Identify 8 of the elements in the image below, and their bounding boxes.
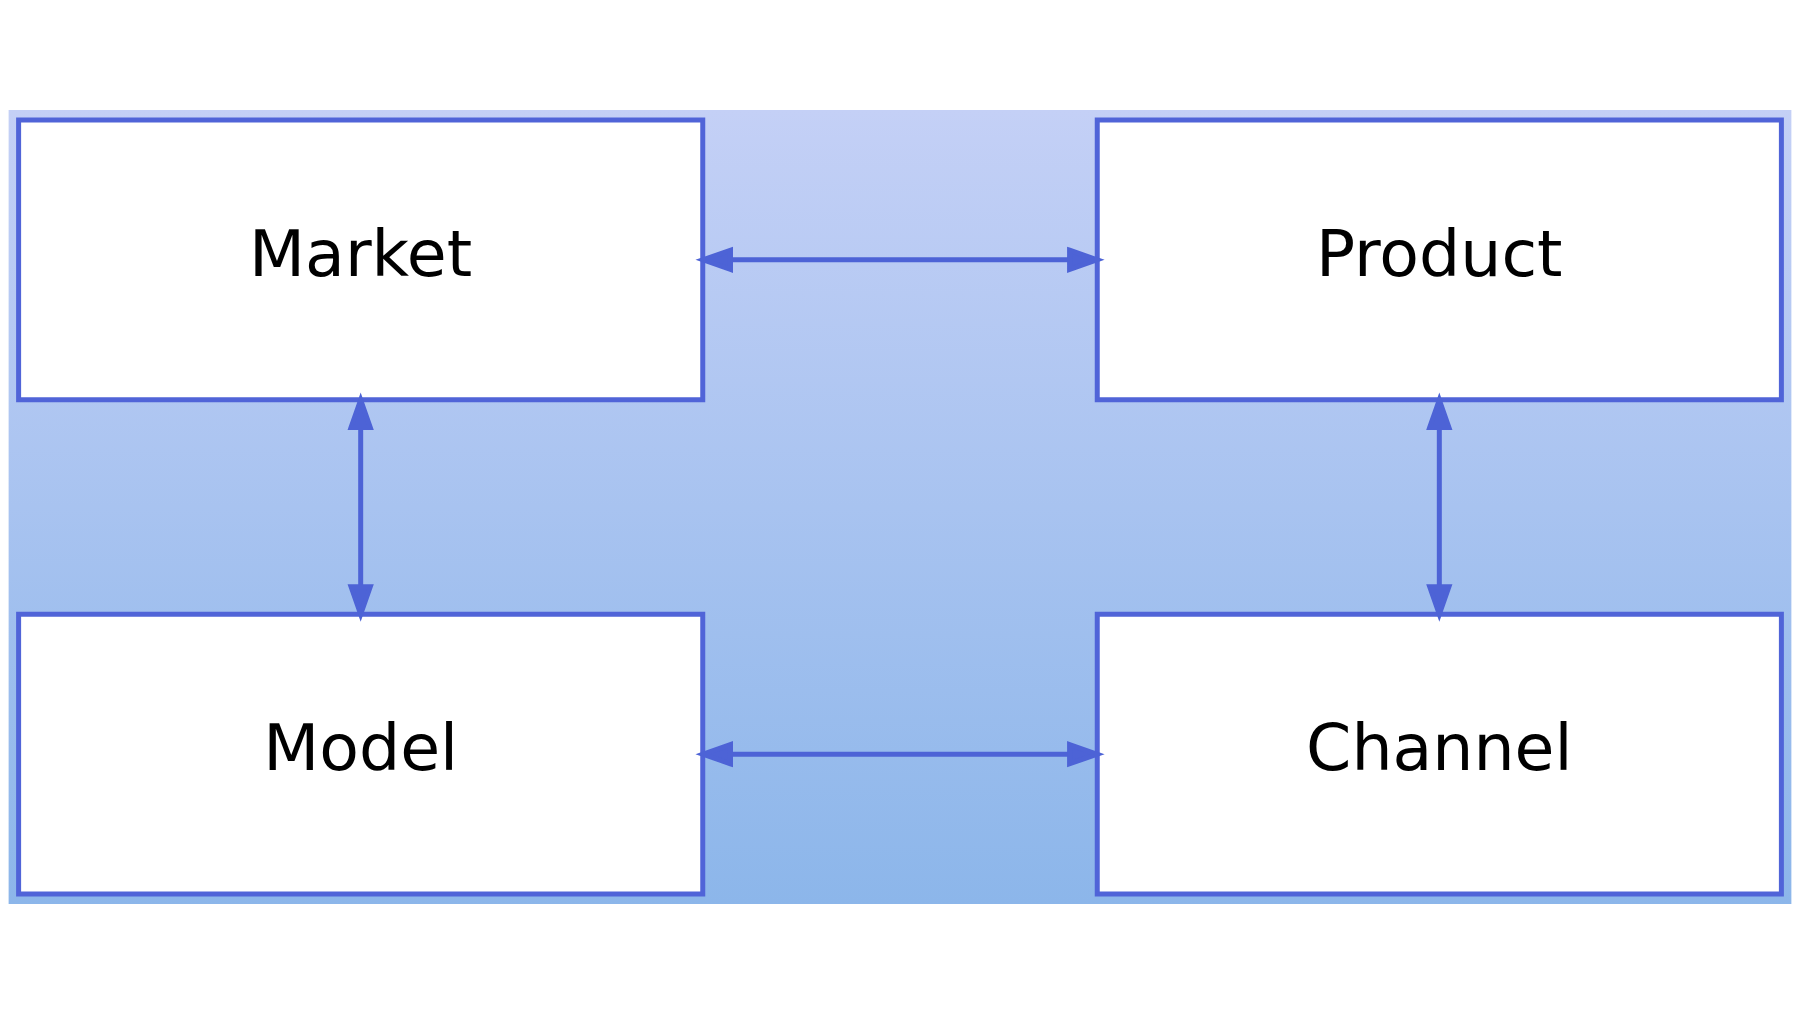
arrow (695, 740, 1105, 767)
node-box: Channel (1094, 611, 1784, 896)
arrow (1426, 391, 1453, 622)
node-box: Model (16, 611, 706, 896)
node-box: Product (1094, 117, 1784, 402)
arrow (695, 246, 1105, 273)
arrow (347, 391, 374, 622)
node-box: Market (16, 117, 706, 402)
